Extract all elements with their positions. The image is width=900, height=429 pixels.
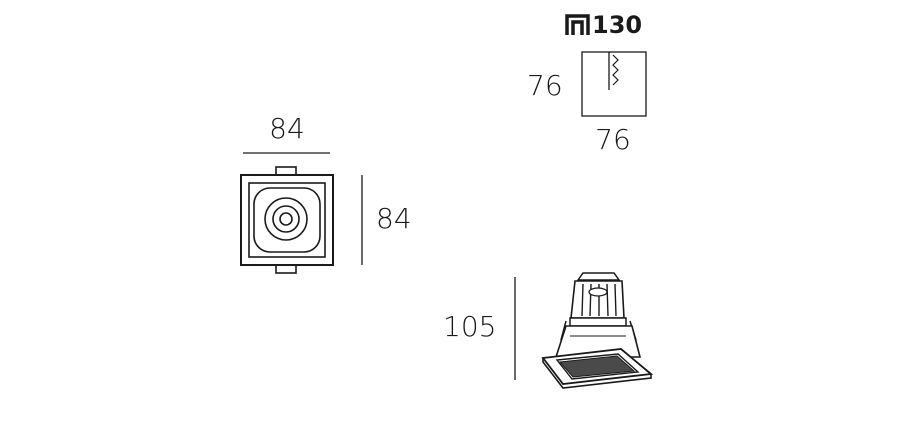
front-view: 84 84	[240, 112, 412, 274]
heatsink-collar	[569, 317, 627, 327]
heatsink-fin	[581, 283, 584, 317]
front-top-tab	[275, 166, 297, 176]
trim-opening-shadow	[558, 355, 636, 378]
front-reflector	[253, 187, 321, 253]
front-lens-outer	[264, 197, 308, 241]
cutout-height-label: 76	[527, 69, 563, 102]
side-view: 105	[443, 272, 654, 389]
heatsink-top	[576, 272, 621, 281]
cutout-square	[581, 51, 647, 117]
recess-depth-label: 130	[592, 11, 642, 39]
heatsink-fin	[606, 283, 609, 317]
front-bottom-tab	[275, 264, 297, 274]
trim-flange-edge	[542, 358, 652, 389]
cutout-view: 130 76 76	[527, 11, 647, 156]
heatsink-cap	[588, 287, 608, 297]
front-lens-center	[279, 212, 293, 226]
heatsink-fin	[589, 283, 592, 317]
side-height-label: 105	[443, 310, 496, 343]
cutout-width-label: 76	[595, 123, 631, 156]
spring-icon	[612, 54, 619, 86]
front-width-label: 84	[269, 112, 305, 145]
front-height-label: 84	[376, 202, 412, 235]
recess-depth-icon	[565, 14, 590, 35]
heatsink-fin	[614, 283, 617, 317]
front-inner-frame	[248, 182, 326, 258]
front-lens-middle	[272, 205, 300, 233]
